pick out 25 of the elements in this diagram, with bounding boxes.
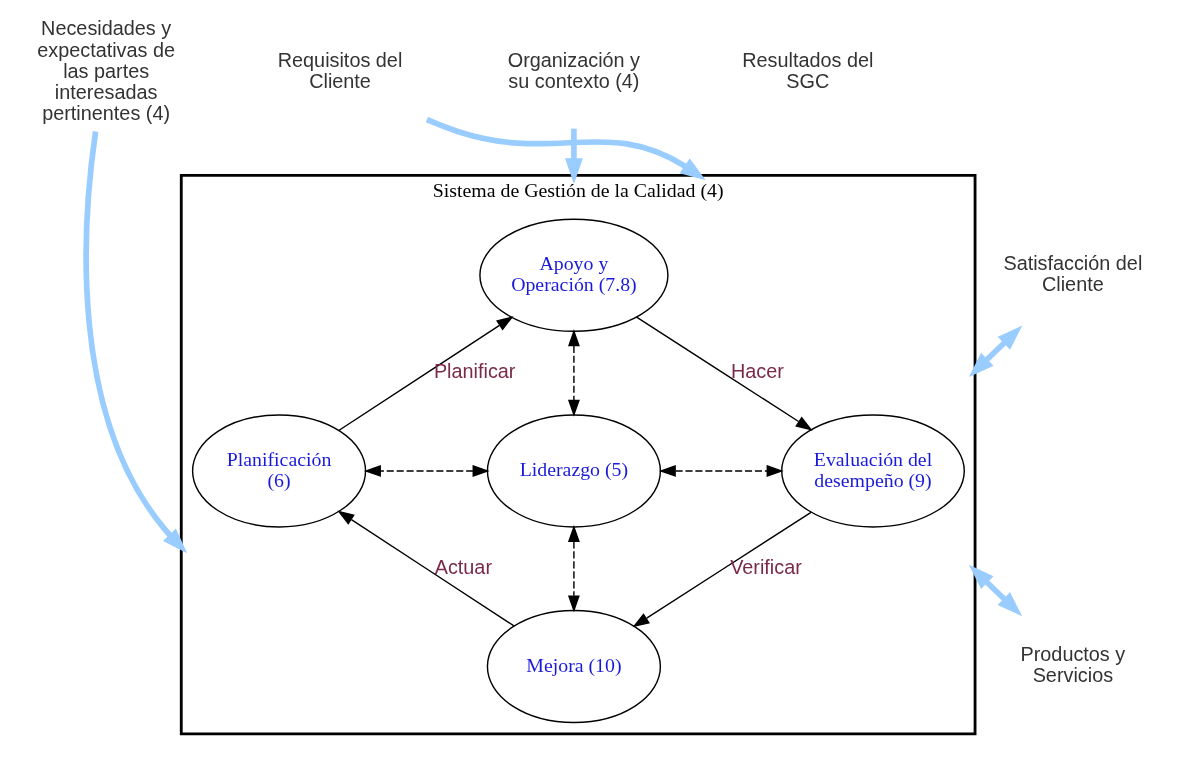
edge-label: Planificar — [433, 360, 515, 383]
edge-label: Verificar — [729, 555, 802, 578]
edge-label: Hacer — [730, 360, 784, 383]
node-text: Organización y su contexto (4) — [507, 49, 640, 93]
node-text: Satisfacción del Cliente — [1002, 251, 1142, 296]
node-ellipse: Mejora (10) — [486, 609, 661, 724]
arrow — [564, 128, 583, 184]
arrow — [631, 511, 812, 628]
edge-label: Actuar — [434, 555, 492, 578]
arrow — [363, 464, 490, 477]
arrow — [425, 117, 706, 181]
arrow — [336, 510, 515, 627]
node-ellipse: Liderazgo (5) — [486, 414, 661, 528]
arrow — [968, 564, 1022, 617]
arrow — [82, 131, 187, 554]
arrow — [567, 329, 580, 417]
node-text: Necesidades y expectativas de las partes interesadas pertinentes (4) — [36, 17, 175, 125]
arrow — [337, 316, 514, 431]
arrow — [567, 524, 580, 613]
label: Resultados del SGC — [741, 49, 873, 93]
arrow — [968, 325, 1022, 378]
node-text: Requisitos del Cliente — [277, 49, 402, 93]
arrow — [658, 464, 784, 477]
arrow — [635, 316, 813, 431]
node-text: Productos y Servicios — [1020, 643, 1125, 687]
